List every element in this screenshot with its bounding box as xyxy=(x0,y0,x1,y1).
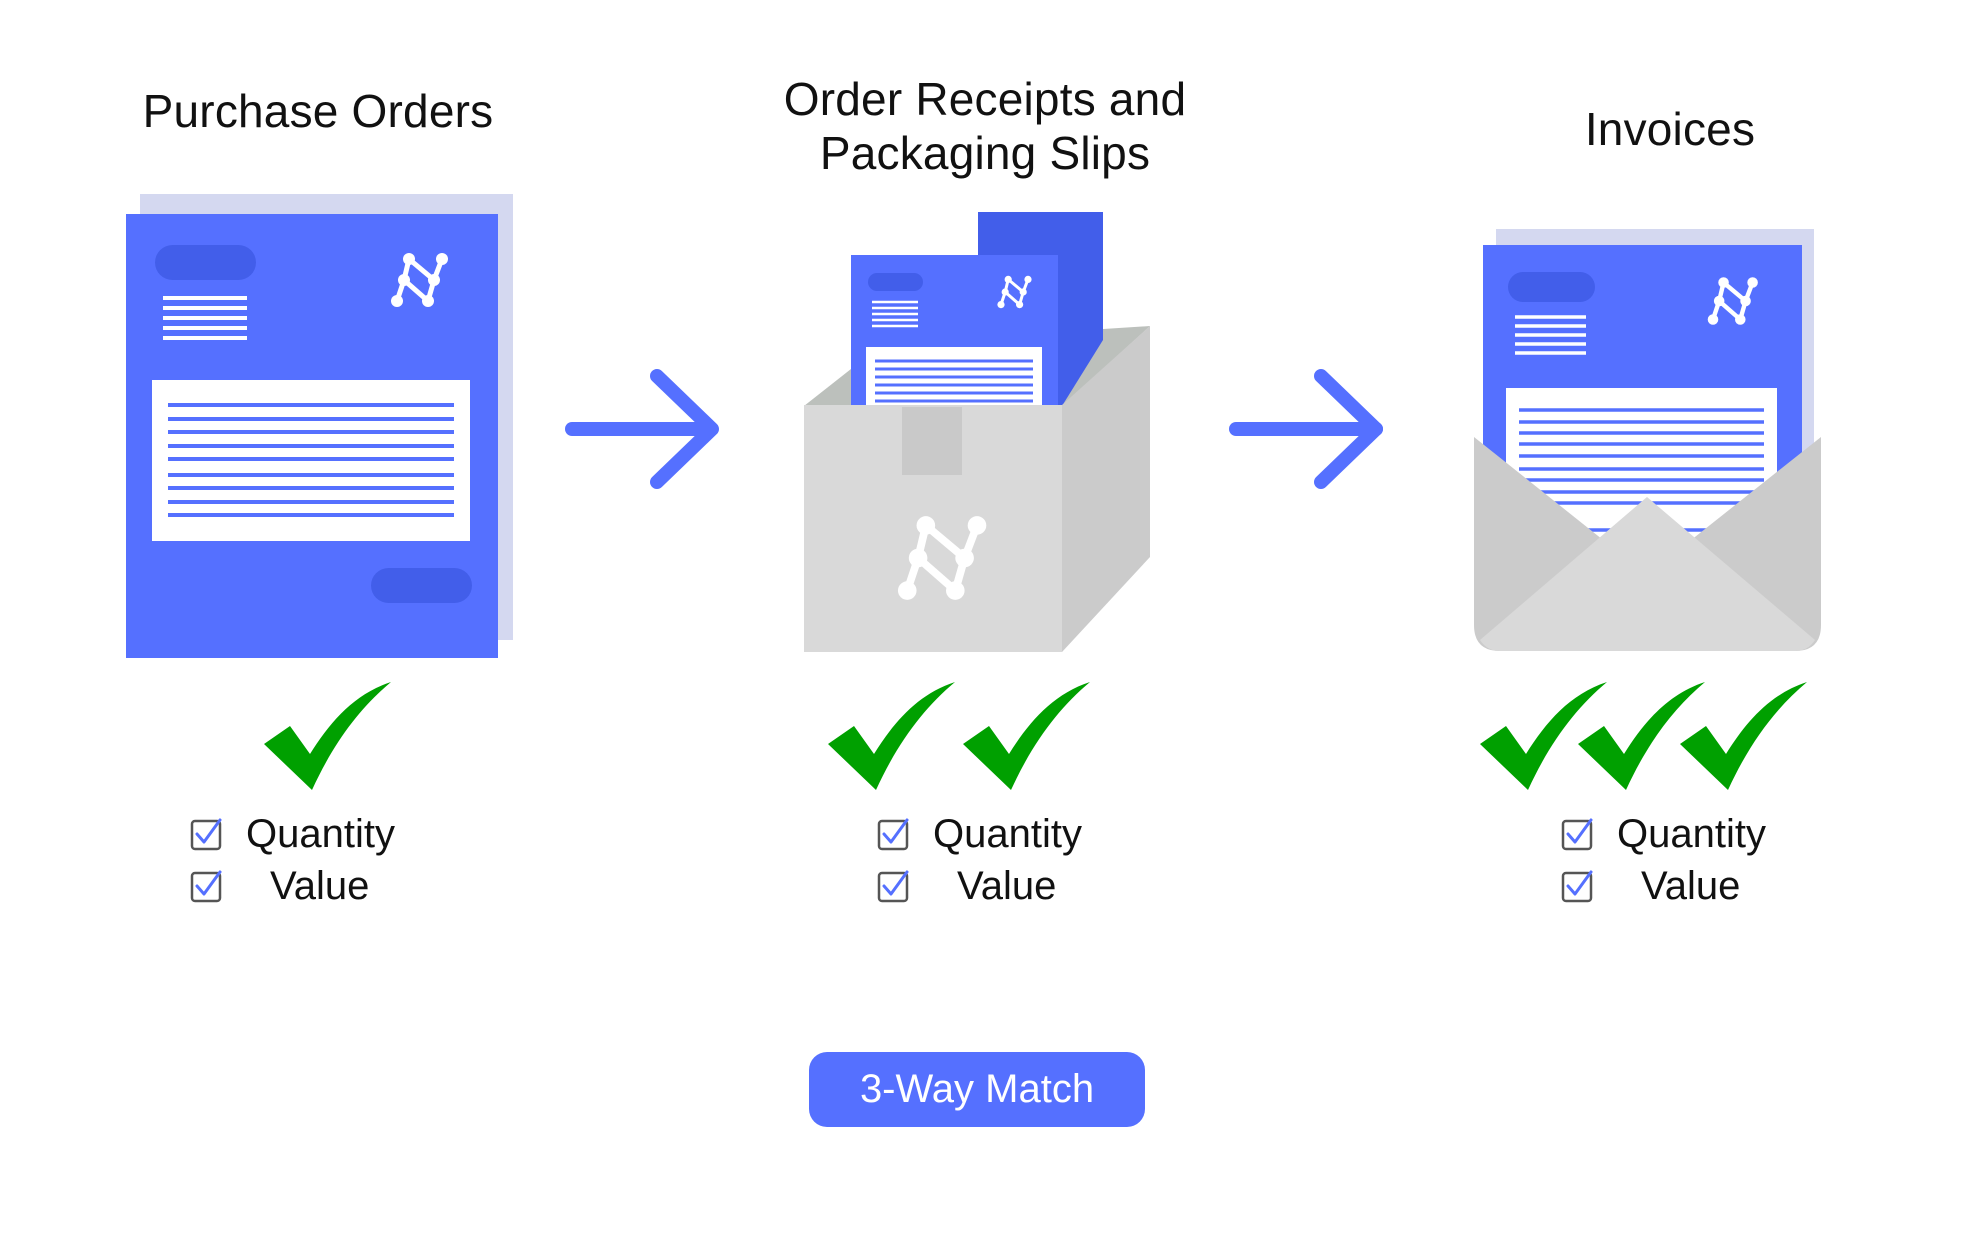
checkmark-icon xyxy=(1578,682,1705,790)
stage-title-invoices: Invoices xyxy=(1584,103,1756,155)
checkmark-icon xyxy=(963,682,1090,790)
arrow-right-icon xyxy=(1229,369,1383,489)
stage-title-line: Order Receipts and xyxy=(783,73,1187,125)
checklist-item-quantity[interactable]: Quantity xyxy=(190,808,395,860)
invoice-address-lines xyxy=(1515,315,1586,355)
checklist-item-value[interactable]: Value xyxy=(190,860,395,912)
checkbox-checked-icon[interactable] xyxy=(190,817,224,851)
checklist-label: Quantity xyxy=(1617,811,1766,856)
box-document-body-lines xyxy=(875,359,1033,403)
checklist-label: Value xyxy=(957,863,1057,908)
checklist-item-value[interactable]: Value xyxy=(1561,860,1766,912)
checklist-item-quantity[interactable]: Quantity xyxy=(877,808,1082,860)
checkbox-checked-icon[interactable] xyxy=(877,869,911,903)
box-side-face xyxy=(1062,326,1150,652)
checklist-label: Quantity xyxy=(933,811,1082,856)
checkbox-checked-icon[interactable] xyxy=(1561,869,1595,903)
checkmark-icon xyxy=(828,682,955,790)
checklist-invoices: Quantity Value xyxy=(1561,808,1766,912)
checklist-order-receipts: Quantity Value xyxy=(877,808,1082,912)
checkmark-icon xyxy=(1480,682,1607,790)
document-header-pill xyxy=(155,245,256,280)
package-box-icon xyxy=(804,212,1150,652)
checkmark-icon xyxy=(1680,682,1807,790)
arrow-right-icon xyxy=(565,369,719,489)
stage-title-order-receipts: Order Receipts and Packaging Slips xyxy=(735,72,1235,180)
checkbox-checked-icon[interactable] xyxy=(877,817,911,851)
check-group-invoices xyxy=(1480,682,1807,790)
document-address-lines xyxy=(163,296,247,340)
envelope-front-flap xyxy=(1480,497,1815,651)
document-body-lines xyxy=(168,403,454,517)
checkbox-checked-icon[interactable] xyxy=(190,869,224,903)
box-document-pill xyxy=(868,273,923,291)
box-document-address-lines xyxy=(872,300,918,328)
checkmark-icon xyxy=(264,682,391,790)
checklist-label: Value xyxy=(270,863,370,908)
checklist-label: Quantity xyxy=(246,811,395,856)
checklist-label: Value xyxy=(1641,863,1741,908)
check-group-order-receipts xyxy=(828,682,1090,790)
stage-title-line: Packaging Slips xyxy=(819,127,1151,179)
three-way-match-button[interactable]: 3-Way Match xyxy=(809,1052,1145,1127)
checkbox-checked-icon[interactable] xyxy=(1561,817,1595,851)
checklist-item-value[interactable]: Value xyxy=(877,860,1082,912)
document-icon xyxy=(126,194,513,658)
document-footer-pill xyxy=(371,568,472,603)
invoice-header-pill xyxy=(1508,272,1595,302)
box-tape xyxy=(902,407,962,475)
checklist-item-quantity[interactable]: Quantity xyxy=(1561,808,1766,860)
envelope-icon xyxy=(1474,229,1821,651)
check-group-purchase-orders xyxy=(264,682,391,790)
checklist-purchase-orders: Quantity Value xyxy=(190,808,395,912)
stage-title-purchase-orders: Purchase Orders xyxy=(142,85,494,137)
